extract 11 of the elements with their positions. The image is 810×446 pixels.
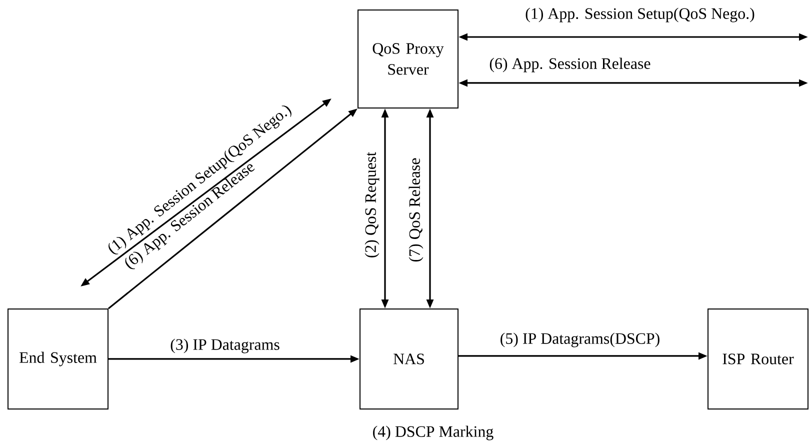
edge-label: (1) App. Session Setup(QoS Nego.) xyxy=(526,8,754,22)
edge-label: (5) IP Datagrams(DSCP) xyxy=(500,332,660,348)
process-box: NAS xyxy=(360,308,458,410)
edge-label: (2) QoS Request xyxy=(364,152,380,258)
node-caption: (4) DSCP Marking xyxy=(373,426,494,440)
process-box: ISP Router xyxy=(708,308,808,410)
process-box: End System xyxy=(8,308,108,410)
edge-label: (6) App. Session Release xyxy=(490,58,650,72)
process-box: QoS Proxy Server xyxy=(358,10,458,108)
edge-label: (3) IP Datagrams xyxy=(170,338,280,354)
edge-label: (7) QoS Release xyxy=(408,158,424,262)
